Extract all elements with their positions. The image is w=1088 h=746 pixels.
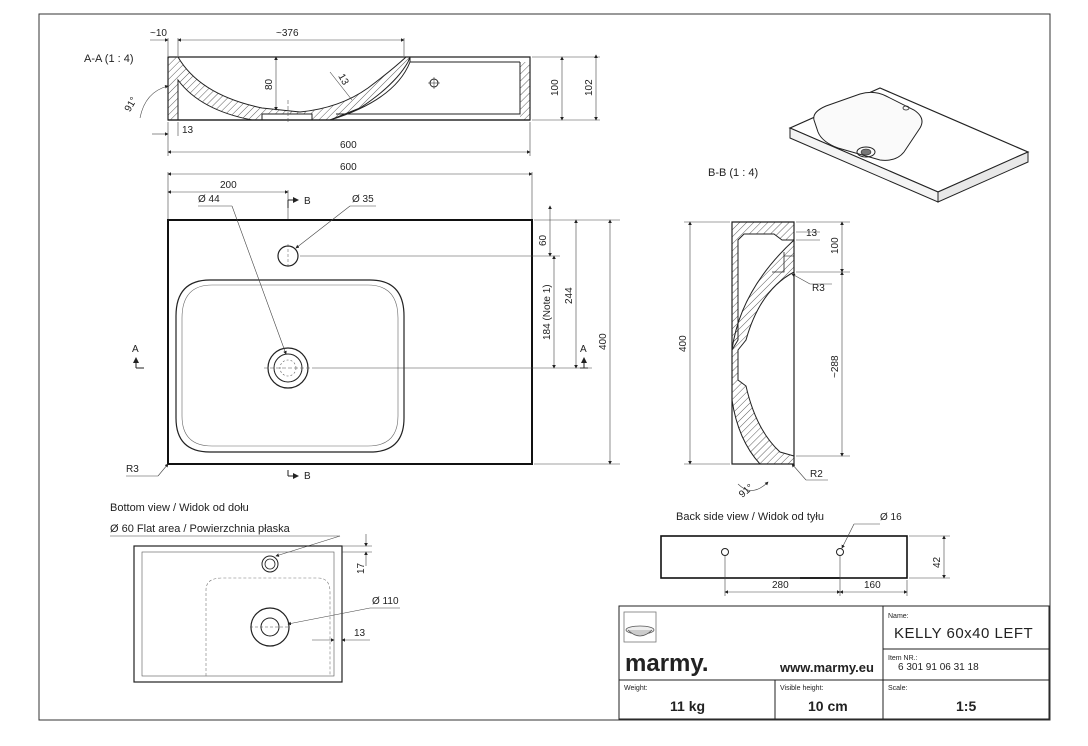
section-a-left: A bbox=[132, 344, 139, 355]
sheet-border bbox=[38, 13, 1051, 721]
visible-height-value: 10 cm bbox=[808, 698, 848, 714]
dim-aa-91: 91° bbox=[123, 95, 140, 114]
dim-bb-13: 13 bbox=[806, 228, 818, 239]
bottom-view: Bottom view / Widok od dołu Ø 60 Flat ar… bbox=[110, 502, 400, 683]
dim-top-400: 400 bbox=[598, 333, 609, 350]
back-view: Back side view / Widok od tyłu Ø 16 42 2… bbox=[660, 511, 950, 596]
section-b-top: B bbox=[304, 196, 311, 207]
weight-value: 11 kg bbox=[670, 698, 705, 714]
section-bb-view: B-B (1 : 4) 13 100 R3 400 ~288 R2 91° bbox=[678, 167, 850, 500]
name-label: Name: bbox=[888, 613, 909, 620]
top-view: 600 200 Ø 44 Ø 35 B B A bbox=[126, 162, 620, 482]
dim-top-244: 244 bbox=[564, 287, 575, 304]
dim-bottom-d110: Ø 110 bbox=[372, 596, 399, 607]
dim-aa-600: 600 bbox=[340, 140, 357, 151]
flat-area-label: Ø 60 Flat area / Powierzchnia płaska bbox=[110, 523, 291, 535]
dim-aa-100: 100 bbox=[550, 79, 561, 96]
dim-bb-91: 91° bbox=[737, 482, 756, 500]
visible-height-label: Visible height: bbox=[780, 685, 824, 692]
title-block: marmy. www.marmy.eu Name: KELLY 60x40 LE… bbox=[618, 605, 1050, 720]
dim-bb-r2: R2 bbox=[810, 469, 823, 480]
dim-bb-r3: R3 bbox=[812, 283, 825, 294]
scale-value: 1:5 bbox=[956, 698, 976, 714]
dim-aa-13-base: 13 bbox=[182, 125, 194, 136]
dim-back-280: 280 bbox=[772, 580, 789, 591]
dim-top-200: 200 bbox=[220, 180, 237, 191]
dim-top-184: 184 (Note 1) bbox=[542, 284, 553, 340]
section-b-bottom: B bbox=[304, 471, 311, 482]
dim-bb-400: 400 bbox=[678, 335, 689, 352]
isometric-view bbox=[788, 87, 1030, 203]
scale-label: Scale: bbox=[888, 685, 908, 692]
dim-bottom-17: 17 bbox=[356, 562, 367, 574]
dim-top-r3: R3 bbox=[126, 464, 139, 475]
basin-logo-icon bbox=[623, 611, 657, 643]
weight-label: Weight: bbox=[624, 685, 648, 692]
dim-back-42: 42 bbox=[932, 556, 943, 568]
dim-top-60: 60 bbox=[538, 234, 549, 246]
section-aa-label: A-A (1 : 4) bbox=[84, 53, 134, 65]
dim-back-160: 160 bbox=[864, 580, 881, 591]
item-number: 6 301 91 06 31 18 bbox=[898, 662, 979, 673]
dim-bottom-13: 13 bbox=[354, 628, 366, 639]
dim-bb-288: ~288 bbox=[830, 355, 841, 378]
item-number-label: Item NR.: bbox=[888, 655, 918, 662]
product-name: KELLY 60x40 LEFT bbox=[894, 625, 1033, 642]
dim-aa-80: 80 bbox=[264, 78, 275, 90]
section-aa-view: A-A (1 : 4) ~10 ~376 80 13 91° bbox=[84, 28, 600, 156]
website-link[interactable]: www.marmy.eu bbox=[779, 660, 874, 675]
dim-top-d35: Ø 35 bbox=[352, 194, 374, 205]
dim-bb-100: 100 bbox=[830, 237, 841, 254]
dim-aa-13-wall: 13 bbox=[335, 72, 350, 88]
dim-top-d44: Ø 44 bbox=[198, 194, 220, 205]
dim-back-d16: Ø 16 bbox=[880, 512, 902, 523]
brand-logo: marmy. bbox=[625, 650, 709, 677]
dim-aa-10: ~10 bbox=[150, 28, 167, 39]
dim-top-600: 600 bbox=[340, 162, 357, 173]
dim-aa-102: 102 bbox=[584, 79, 595, 96]
dim-aa-376: ~376 bbox=[276, 28, 299, 39]
section-bb-label: B-B (1 : 4) bbox=[708, 167, 758, 179]
bottom-view-label: Bottom view / Widok od dołu bbox=[110, 502, 249, 514]
section-a-right: A bbox=[580, 344, 587, 355]
back-view-label: Back side view / Widok od tyłu bbox=[676, 511, 824, 523]
